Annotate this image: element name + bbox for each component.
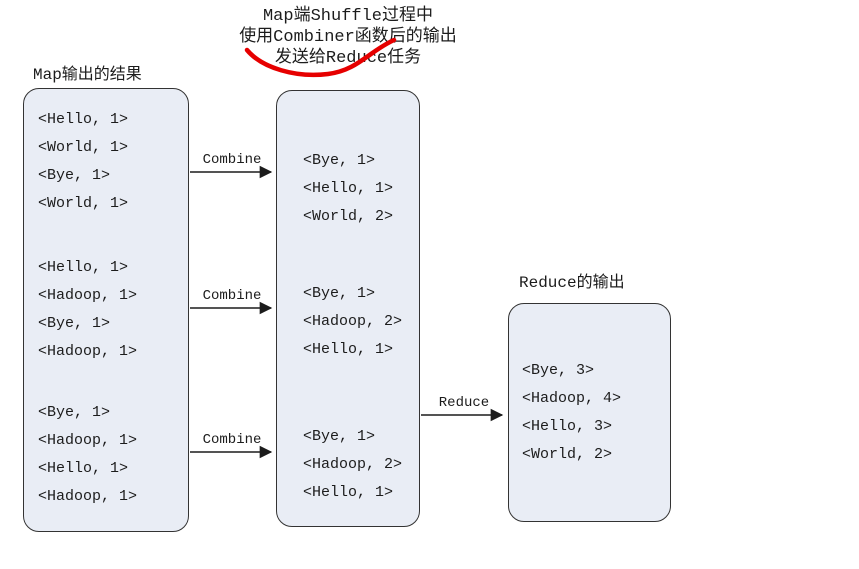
combiner-output-group-2: <Bye, 1> <Hadoop, 2> <Hello, 1> [303, 280, 419, 364]
kv-pair: <Hadoop, 1> [38, 432, 138, 449]
map-output-group-3: <Bye, 1> <Hadoop, 1> <Hello, 1> <Hadoop,… [38, 399, 188, 511]
kv-pair: <Hadoop, 1> [38, 287, 138, 304]
reduce-output-box: <Bye, 3> <Hadoop, 4> <Hello, 3> <World, … [508, 303, 671, 522]
kv-pair: <Hello, 1> [303, 341, 394, 358]
kv-pair: <Hadoop, 1> [38, 488, 138, 505]
kv-pair: <World, 1> [38, 195, 129, 212]
kv-pair: <World, 2> [522, 446, 613, 463]
combine-arrow-label-1: Combine [202, 152, 262, 168]
map-output-label: Map输出的结果 [33, 66, 142, 84]
map-output-group-1: <Hello, 1> <World, 1> <Bye, 1> <World, 1… [38, 106, 188, 218]
reduce-arrow-label: Reduce [438, 395, 490, 411]
kv-pair: <World, 2> [303, 208, 394, 225]
kv-pair: <Hello, 1> [38, 259, 129, 276]
kv-pair: <Bye, 1> [38, 167, 111, 184]
reduce-output-label: Reduce的输出 [519, 274, 625, 292]
combiner-output-group-1: <Bye, 1> <Hello, 1> <World, 2> [303, 147, 419, 231]
kv-pair: <Hadoop, 4> [522, 390, 622, 407]
title-line-3: 发送给Reduce任务 [274, 49, 422, 68]
kv-pair: <Hello, 1> [303, 484, 394, 501]
map-output-box: <Hello, 1> <World, 1> <Bye, 1> <World, 1… [23, 88, 189, 532]
title-line-1: Map端Shuffle过程中 [262, 7, 434, 26]
kv-pair: <Hadoop, 2> [303, 456, 403, 473]
combiner-output-group-3: <Bye, 1> <Hadoop, 2> <Hello, 1> [303, 423, 419, 507]
combine-arrow-label-2: Combine [202, 288, 262, 304]
kv-pair: <Hello, 1> [38, 111, 129, 128]
kv-pair: <Bye, 1> [303, 428, 376, 445]
kv-pair: <Hadoop, 1> [38, 343, 138, 360]
diagram-title: Map端Shuffle过程中 使用Combiner函数后的输出 发送给Reduc… [188, 6, 508, 69]
kv-pair: <Bye, 1> [303, 285, 376, 302]
kv-pair: <Hadoop, 2> [303, 313, 403, 330]
map-output-group-2: <Hello, 1> <Hadoop, 1> <Bye, 1> <Hadoop,… [38, 254, 188, 366]
kv-pair: <Hello, 1> [38, 460, 129, 477]
kv-pair: <Bye, 3> [522, 362, 595, 379]
combiner-output-box: <Bye, 1> <Hello, 1> <World, 2> <Bye, 1> … [276, 90, 420, 527]
kv-pair: <Bye, 1> [303, 152, 376, 169]
kv-pair: <Bye, 1> [38, 404, 111, 421]
kv-pair: <World, 1> [38, 139, 129, 156]
kv-pair: <Bye, 1> [38, 315, 111, 332]
combine-arrow-label-3: Combine [202, 432, 262, 448]
title-line-2: 使用Combiner函数后的输出 [239, 28, 457, 47]
kv-pair: <Hello, 3> [522, 418, 613, 435]
kv-pair: <Hello, 1> [303, 180, 394, 197]
